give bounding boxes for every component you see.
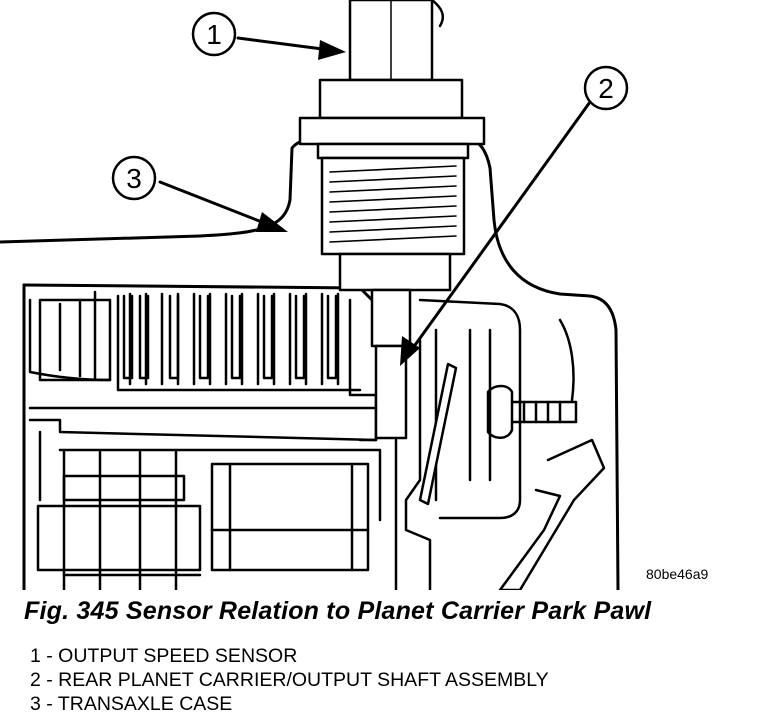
- legend-item: 1 - OUTPUT SPEED SENSOR: [30, 645, 298, 667]
- park-pawl-assembly: [394, 298, 606, 590]
- legend-item: 3 - TRANSAXLE CASE: [30, 693, 233, 715]
- callout-number: 2: [598, 73, 614, 104]
- callout-2: 2: [583, 65, 629, 111]
- transaxle-cutaway-diagram: 1 2 3: [0, 0, 629, 590]
- callout-circle: [111, 155, 157, 201]
- leader-arrows: [158, 36, 592, 354]
- output-speed-sensor: [298, 0, 486, 348]
- image-reference-code: 80be46a9: [646, 566, 709, 582]
- legend-item: 2 - REAR PLANET CARRIER/OUTPUT SHAFT ASS…: [30, 669, 549, 691]
- rear-planet-carrier: [28, 344, 408, 590]
- callout-number: 1: [206, 19, 222, 50]
- callout-1: 1: [191, 11, 237, 57]
- clutch-pack: [28, 290, 378, 442]
- callout-circle: [583, 65, 629, 111]
- callout-3: 3: [111, 155, 157, 201]
- sensor-threads: [329, 165, 457, 243]
- legend: 1 - OUTPUT SPEED SENSOR 2 - REAR PLANET …: [30, 644, 549, 716]
- arrowheads: [256, 40, 420, 366]
- figure-title: Fig. 345 Sensor Relation to Planet Carri…: [24, 597, 652, 625]
- callout-number: 3: [126, 163, 142, 194]
- callout-circle: [191, 11, 237, 57]
